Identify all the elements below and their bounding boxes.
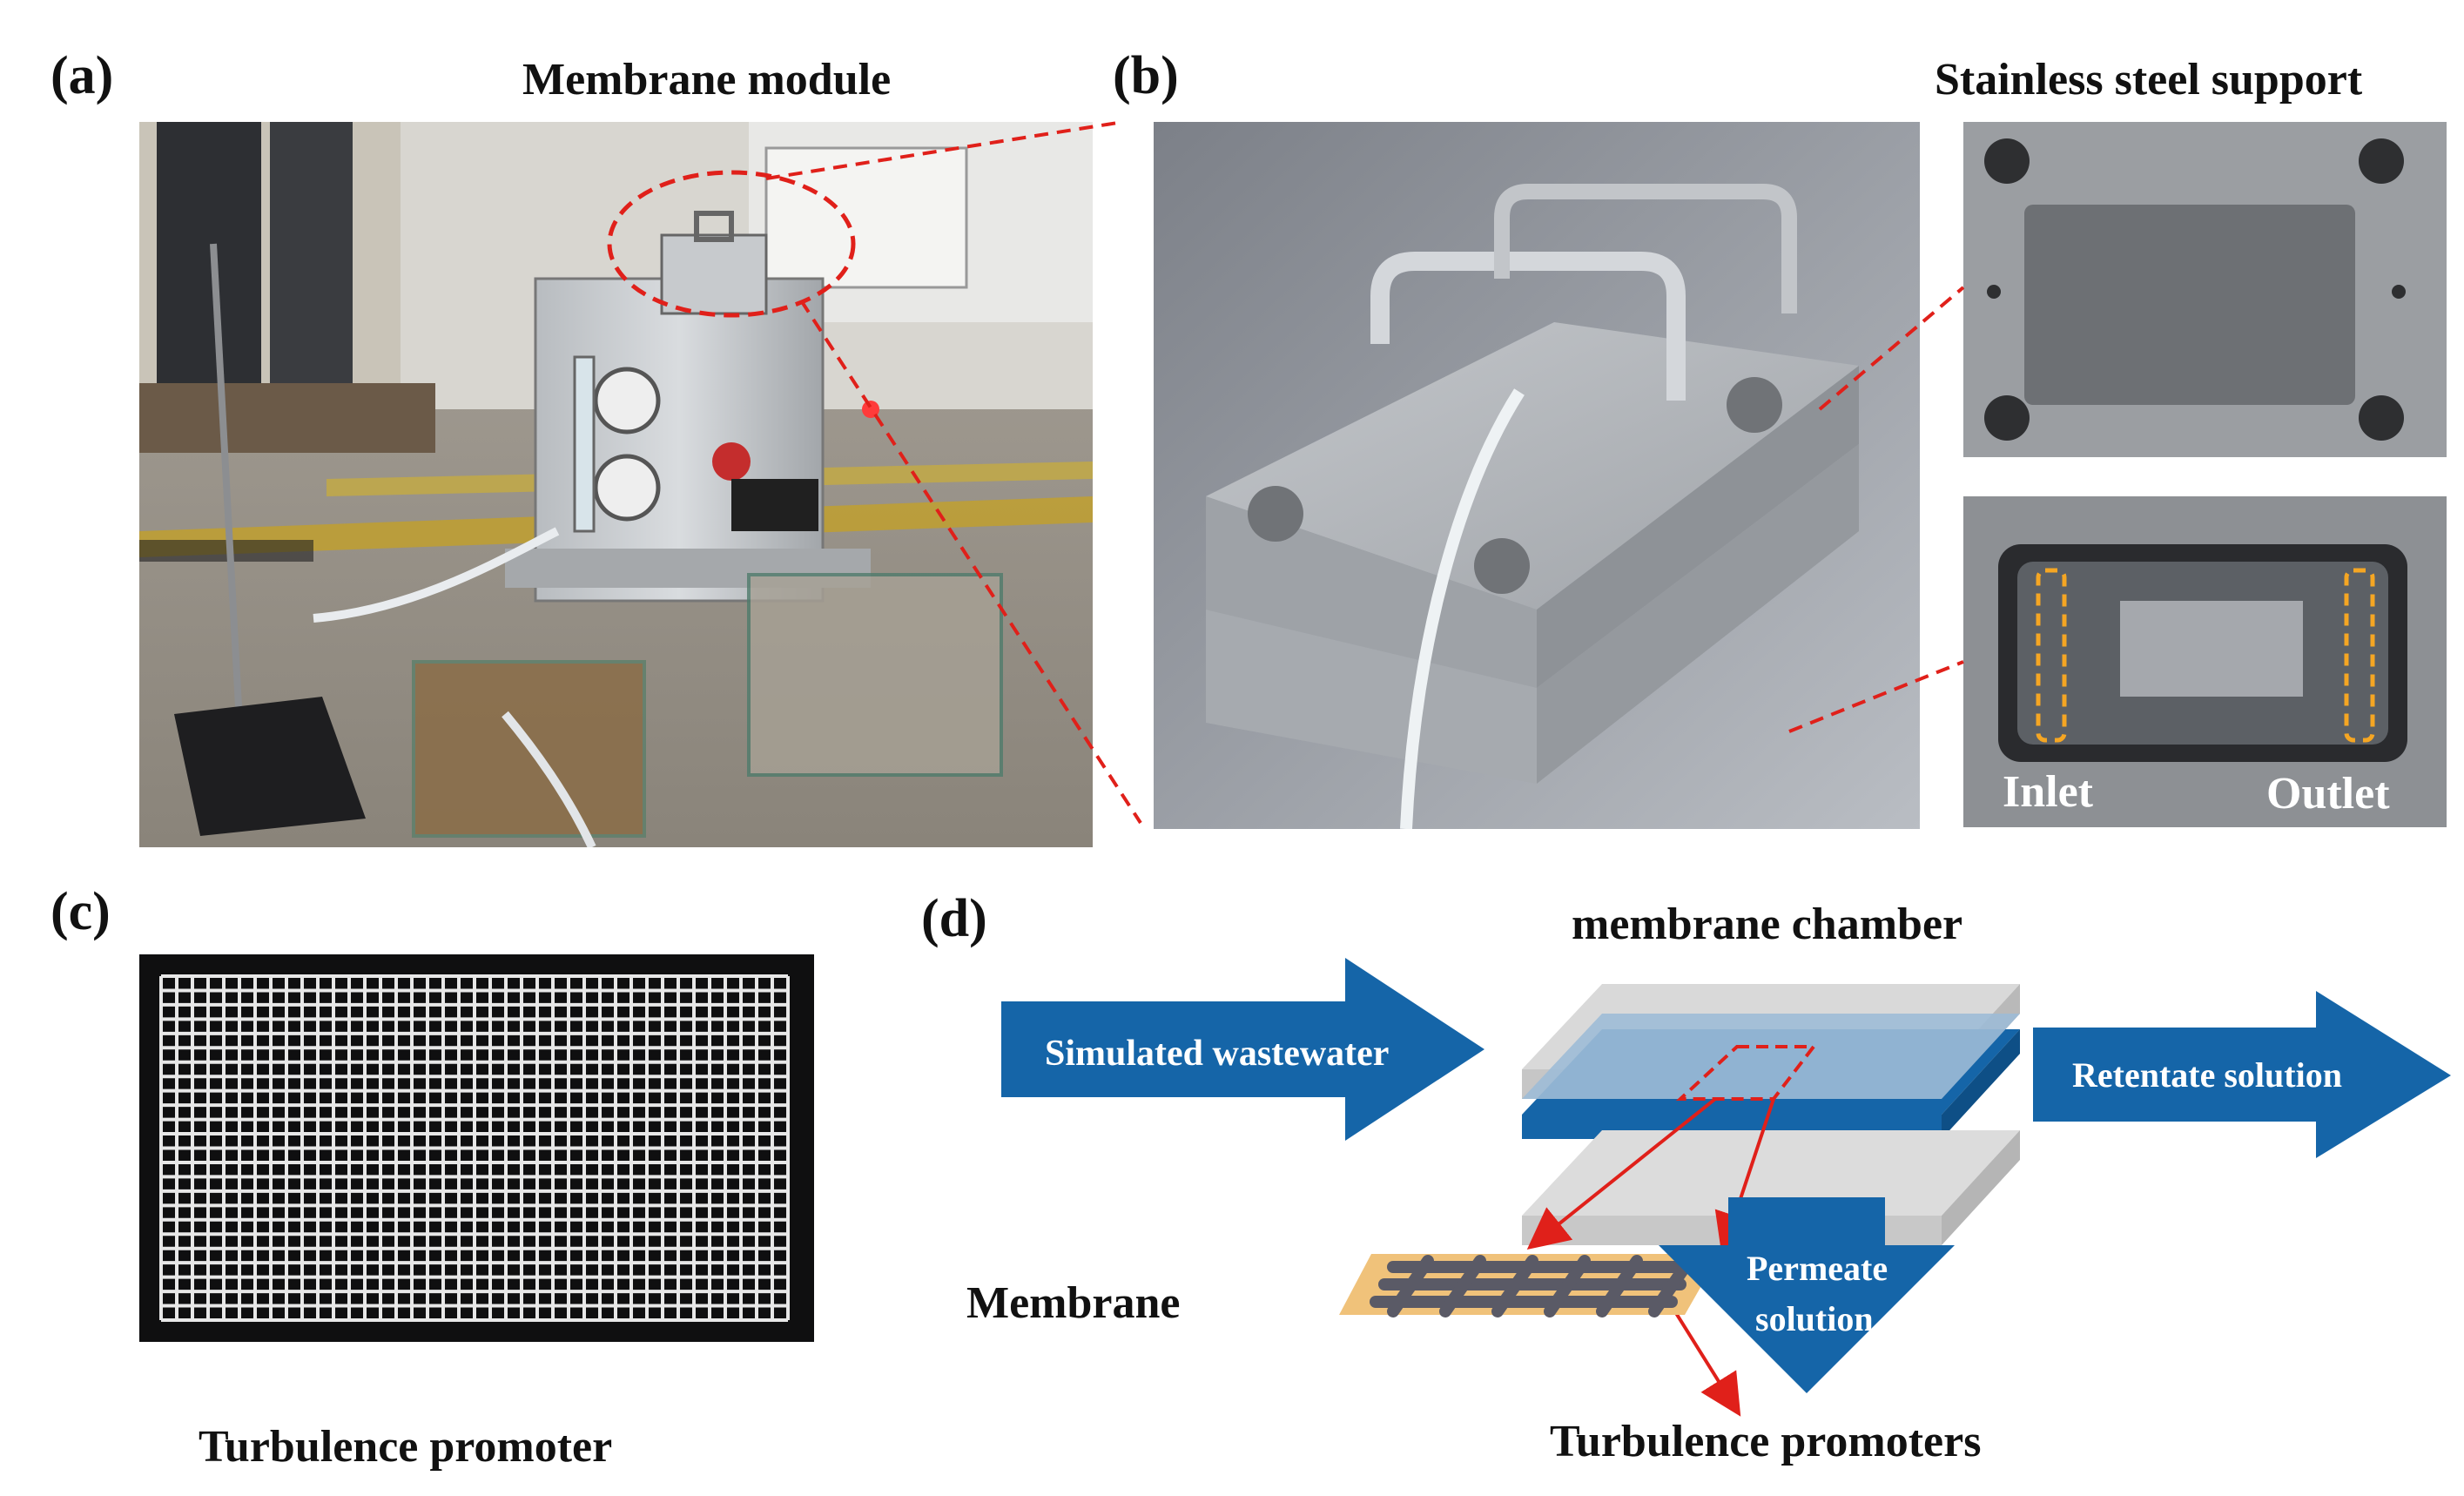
retentate-arrow xyxy=(2033,991,2451,1158)
chamber-label: membrane chamber xyxy=(1572,900,1962,949)
schematic-diagram: Simulated wastewater Retentate solution … xyxy=(966,900,2451,1466)
promoters-label: Turbulence promoters xyxy=(1550,1417,1981,1466)
permeate-label-1: Permeate xyxy=(1747,1249,1888,1288)
inlet-label: Inlet xyxy=(2003,767,2093,817)
outlet-label: Outlet xyxy=(2266,769,2390,819)
photo-stainless-steel-support xyxy=(1963,122,2447,457)
retentate-label: Retentate solution xyxy=(2072,1055,2342,1095)
panel-a-caption: Membrane module xyxy=(522,55,892,104)
feed-arrow xyxy=(1001,958,1484,1141)
permeate-arrow xyxy=(1659,1197,1955,1393)
photo-test-rig xyxy=(139,122,1093,847)
photo-turbulence-promoter xyxy=(139,954,814,1342)
promoter-mesh xyxy=(1370,1255,1695,1317)
panel-c-caption: Turbulence promoter xyxy=(199,1422,613,1472)
feed-label: Simulated wastewater xyxy=(1045,1034,1389,1074)
panel-d-letter: (d) xyxy=(921,889,987,948)
membrane-label: Membrane xyxy=(966,1278,1180,1328)
photo-flow-channel: Inlet Outlet xyxy=(1963,496,2447,827)
panel-b-caption: Stainless steel support xyxy=(1935,55,2363,104)
panel-c-letter: (c) xyxy=(50,882,111,941)
permeate-label-2: solution xyxy=(1755,1299,1874,1338)
photo-membrane-module-closeup xyxy=(1154,122,1920,829)
panel-a-letter: (a) xyxy=(50,46,114,105)
panel-b-letter: (b) xyxy=(1113,46,1179,105)
